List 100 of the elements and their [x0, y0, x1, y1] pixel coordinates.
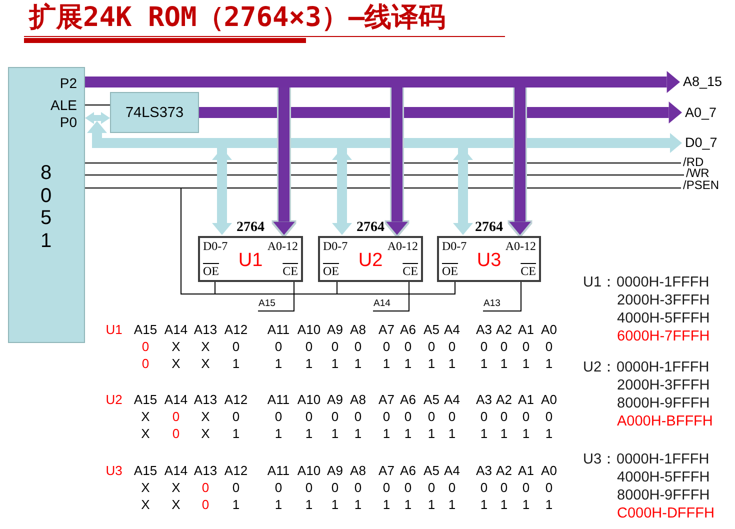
pin-label: D0-7	[203, 239, 228, 254]
pin-label: A0-12	[267, 239, 298, 254]
signal-line	[336, 282, 456, 294]
edge-label: A13	[482, 299, 502, 309]
pin-label: P2	[60, 76, 77, 91]
pin-label: OE	[323, 264, 339, 279]
bit-value: 1	[500, 426, 508, 442]
column-header: A2	[496, 392, 512, 408]
pin-label: OE	[442, 264, 458, 279]
bit-value: 0	[500, 339, 508, 355]
bit-value: 1	[232, 497, 240, 513]
column-header: A13	[194, 463, 218, 479]
part-number: 2764	[356, 221, 384, 235]
bit-value: 0	[382, 480, 390, 496]
column-header: A3	[476, 322, 492, 338]
bit-value: 1	[480, 356, 488, 372]
bit-value: 0	[480, 480, 488, 496]
edge-label: A14	[372, 298, 392, 308]
bit-value: 1	[428, 426, 436, 442]
bit-value: 0	[331, 409, 339, 425]
row-label: U1	[106, 322, 122, 338]
bit-value: 0	[305, 339, 313, 355]
bit-value: 0	[331, 480, 339, 496]
column-header: A0	[541, 392, 557, 408]
address-range: 4000H-5FFFH	[617, 469, 710, 487]
bit-value: 0	[428, 339, 436, 355]
microcontroller-box	[8, 67, 85, 343]
bit-value: 0	[428, 480, 436, 496]
bit-value: X	[141, 497, 150, 513]
bit-value: 1	[545, 497, 553, 513]
pin-label: CE	[402, 264, 418, 279]
column-header: A4	[444, 463, 460, 479]
bit-value: 0	[354, 409, 362, 425]
address-range: U3：0000H-1FFFH	[583, 451, 710, 469]
bit-value: 0	[500, 480, 508, 496]
chip-name: 8 0 5 1	[39, 162, 53, 252]
bit-value: 1	[331, 497, 339, 513]
bit-value: 1	[404, 426, 412, 442]
address-range: C000H-DFFFH	[617, 505, 714, 523]
bit-value: 1	[522, 356, 530, 372]
column-header: A6	[400, 322, 416, 338]
signal-line	[214, 282, 216, 294]
chip-designator: U3	[476, 250, 502, 272]
bit-value: 0	[428, 409, 436, 425]
column-header: A5	[424, 392, 440, 408]
column-header: A2	[496, 463, 512, 479]
column-header: A13	[194, 392, 218, 408]
column-header: A12	[224, 392, 248, 408]
signal-line	[84, 174, 684, 176]
bit-value: 0	[172, 426, 180, 442]
bit-value: 1	[448, 426, 456, 442]
edge-label: A15	[258, 299, 276, 309]
column-header: A13	[194, 322, 218, 338]
bit-value: 1	[522, 426, 530, 442]
bit-value: 1	[274, 497, 282, 513]
bit-value: 1	[404, 497, 412, 513]
pin-label: CE	[520, 264, 536, 279]
bit-value: 1	[500, 497, 508, 513]
memory-chip-box	[198, 236, 303, 282]
column-header: A1	[518, 392, 534, 408]
signal-line	[258, 282, 294, 312]
bit-value: 0	[172, 409, 180, 425]
bit-value: 0	[305, 409, 313, 425]
pin-label: A0-12	[387, 239, 418, 254]
bit-value: 1	[354, 497, 362, 513]
bit-value: 1	[305, 356, 313, 372]
pin-label: D0-7	[323, 239, 348, 254]
signal-line	[84, 104, 110, 106]
column-header: A14	[164, 463, 188, 479]
signal-line	[372, 282, 410, 312]
bit-value: 1	[354, 426, 362, 442]
bit-value: 0	[232, 409, 240, 425]
part-number: 2764	[236, 221, 264, 235]
bit-value: 0	[545, 480, 553, 496]
bit-value: 0	[522, 339, 530, 355]
chip-designator: U1	[238, 250, 263, 272]
bit-value: 1	[382, 426, 390, 442]
bit-value: 1	[448, 356, 456, 372]
bus-arrow	[463, 133, 682, 153]
bit-value: 0	[331, 339, 339, 355]
column-header: A10	[297, 322, 321, 338]
bit-value: 0	[202, 480, 210, 496]
bit-value: 0	[500, 409, 508, 425]
column-header: A11	[267, 322, 290, 338]
column-header: A12	[224, 463, 248, 479]
address-range: U2：0000H-1FFFH	[583, 359, 710, 377]
bit-value: 0	[448, 339, 456, 355]
bit-value: 1	[274, 426, 282, 442]
bit-value: 1	[428, 356, 436, 372]
chip-designator: U2	[358, 250, 383, 272]
pin-label: A0-12	[505, 239, 536, 254]
bit-value: 0	[354, 480, 362, 496]
column-header: A2	[496, 322, 512, 338]
bus-arrow	[85, 112, 110, 124]
pin-label: ALE	[50, 98, 77, 113]
address-range: 4000H-5FFFH	[617, 310, 710, 328]
row-label: U3	[106, 463, 122, 479]
column-header: A4	[444, 322, 460, 338]
bit-value: 0	[202, 497, 210, 513]
bit-value: 0	[354, 339, 362, 355]
